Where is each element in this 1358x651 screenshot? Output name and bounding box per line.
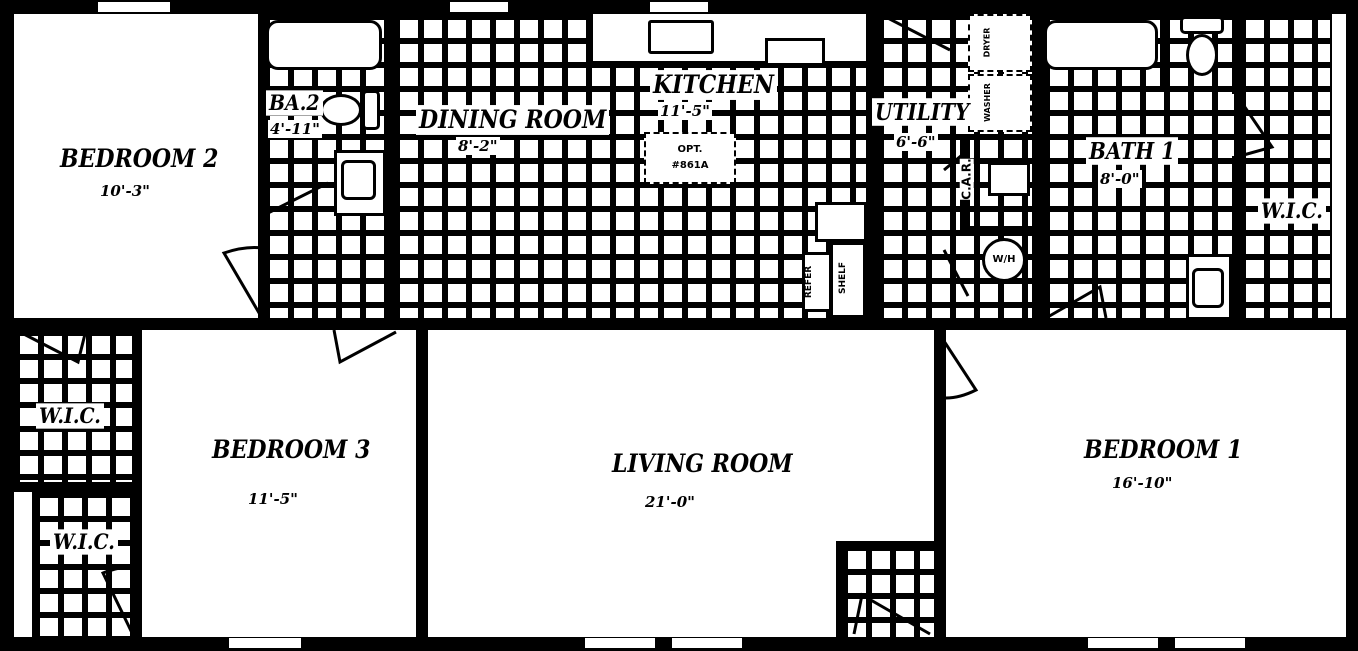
wic-left-bottom-floor bbox=[34, 492, 132, 637]
toilet-bath2 bbox=[320, 94, 362, 126]
toilet-bath1 bbox=[1186, 34, 1218, 76]
dining-room-label: DINING ROOM bbox=[416, 105, 610, 135]
bedroom-2-label: BEDROOM 2 bbox=[60, 144, 219, 174]
wall-wic-divider bbox=[14, 482, 142, 492]
bathtub-bath2 bbox=[266, 20, 382, 70]
bath-1-dim: 8'-0" bbox=[1098, 170, 1142, 188]
kitchen-island: OPT. #861A bbox=[644, 132, 736, 184]
window-bottom-living-2 bbox=[672, 638, 742, 648]
bath-2-dim: 4'-11" bbox=[268, 120, 322, 138]
wall-mid-horizontal-3 bbox=[812, 318, 942, 330]
wall-kitchen-utility-bottom bbox=[866, 160, 876, 320]
wall-mid-horizontal-2 bbox=[396, 318, 856, 330]
island-label-1: OPT. bbox=[677, 144, 703, 155]
sink-bath1 bbox=[1192, 268, 1224, 308]
wic-right-floor bbox=[1240, 14, 1330, 318]
refrigerator: REFER bbox=[802, 252, 832, 312]
bedroom-1-floor bbox=[946, 330, 1346, 637]
water-heater: W/H bbox=[982, 238, 1026, 282]
window-top-bedroom2 bbox=[98, 2, 170, 12]
refer-label: REFER bbox=[804, 265, 815, 299]
wall-kitchen-utility-top bbox=[866, 14, 876, 94]
window-bottom-bedroom1-2 bbox=[1175, 638, 1245, 648]
window-top-dining bbox=[450, 2, 508, 12]
dryer: DRYER bbox=[968, 14, 1032, 72]
island-label-2: #861A bbox=[671, 160, 709, 171]
water-heater-label: W/H bbox=[992, 254, 1016, 265]
washer-label: WASHER bbox=[982, 83, 992, 122]
bedroom-2-dim: 10'-3" bbox=[100, 182, 150, 200]
washer: WASHER bbox=[968, 74, 1032, 132]
sink-bath2 bbox=[341, 160, 376, 200]
wall-bath1-wic-top bbox=[1232, 14, 1240, 94]
right-edge-strip bbox=[1332, 14, 1346, 318]
living-room-dim: 21'-0" bbox=[645, 493, 695, 511]
wall-bed2-bath2 bbox=[258, 14, 266, 248]
bath-2-label: BA.2 bbox=[266, 90, 323, 116]
wall-bath2-dining bbox=[386, 14, 394, 218]
window-bottom-bedroom1-1 bbox=[1088, 638, 1158, 648]
range-stove bbox=[765, 38, 825, 66]
utility-dim: 6'-6" bbox=[894, 133, 938, 151]
pantry-cabinet bbox=[815, 202, 867, 242]
wall-mid-horizontal-5 bbox=[1108, 318, 1358, 330]
wic-left-bottom-label: W.I.C. bbox=[50, 529, 118, 555]
bedroom-3-dim: 11'-5" bbox=[248, 490, 298, 508]
wall-bath1-toilet bbox=[1160, 14, 1168, 86]
bedroom-3-floor bbox=[142, 330, 416, 637]
wic-left-top-label: W.I.C. bbox=[36, 403, 104, 429]
wall-bed3-living bbox=[416, 330, 428, 637]
wall-wh-top bbox=[960, 226, 1032, 234]
bath-1-label: BATH 1 bbox=[1086, 137, 1178, 165]
left-strip bbox=[14, 492, 32, 637]
window-bottom-bedroom3 bbox=[229, 638, 301, 648]
toilet-tank-bath2 bbox=[362, 90, 380, 130]
shelf-label: SHELF bbox=[838, 261, 849, 295]
bedroom-1-dim: 16'-10" bbox=[1112, 474, 1173, 492]
living-closet-floor bbox=[842, 545, 934, 637]
bathtub-bath1 bbox=[1044, 20, 1158, 70]
window-bottom-living-1 bbox=[585, 638, 655, 648]
dining-room-dim: 8'-2" bbox=[456, 137, 500, 155]
toilet-tank-bath1 bbox=[1180, 16, 1224, 34]
window-top-kitchen bbox=[650, 2, 708, 12]
shelf: SHELF bbox=[830, 242, 866, 318]
wall-bath1-wic-bottom bbox=[1232, 156, 1240, 320]
wall-mid-horizontal-4 bbox=[1044, 318, 1104, 330]
wall-closet-top bbox=[836, 541, 936, 547]
kitchen-sink bbox=[648, 20, 714, 54]
kitchen-dim: 11'-5" bbox=[658, 102, 712, 120]
living-room-label: LIVING ROOM bbox=[612, 449, 793, 479]
wall-closet-left bbox=[836, 541, 844, 637]
wic-right-label: W.I.C. bbox=[1258, 198, 1326, 224]
kitchen-label: KITCHEN bbox=[650, 70, 777, 100]
bedroom-2-floor bbox=[14, 14, 258, 318]
wall-utility-bath1 bbox=[1032, 14, 1044, 320]
wall-mid-horizontal-1 bbox=[0, 318, 334, 330]
wall-living-bed1 bbox=[934, 398, 946, 637]
car-label: C.A.R. bbox=[959, 158, 974, 200]
bedroom-3-label: BEDROOM 3 bbox=[212, 435, 371, 465]
wall-wic-bed3 bbox=[132, 330, 142, 570]
bedroom-1-label: BEDROOM 1 bbox=[1084, 435, 1243, 465]
dryer-label: DRYER bbox=[982, 27, 992, 58]
utility-label: UTILITY bbox=[872, 98, 973, 126]
furnace bbox=[988, 162, 1030, 196]
